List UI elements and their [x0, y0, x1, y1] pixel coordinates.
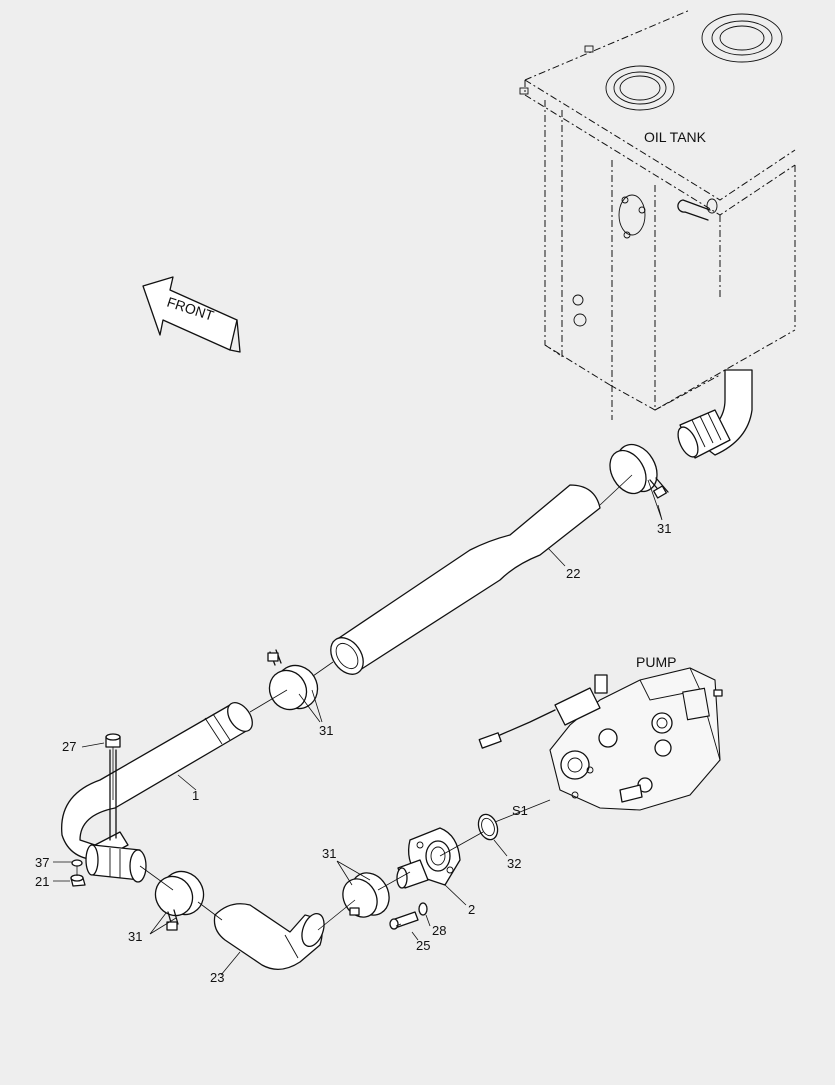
oil-tank-outline — [519, 9, 796, 420]
washer-37 — [71, 859, 83, 867]
clamp-31-mid — [267, 649, 319, 711]
callout-31-center: 31 — [322, 846, 336, 861]
callout-25: 25 — [416, 938, 430, 953]
callout-28: 28 — [432, 923, 446, 938]
tank-outlet-pipe — [677, 369, 753, 459]
callout-31-lower-left: 31 — [128, 929, 142, 944]
bolt-27 — [105, 733, 121, 748]
clamp-31-lower-left — [154, 870, 205, 931]
callout-27: 27 — [62, 739, 76, 754]
callout-leaders — [53, 479, 663, 976]
callout-23: 23 — [210, 970, 224, 985]
callout-2: 2 — [468, 902, 475, 917]
flange-2 — [396, 827, 461, 889]
callout-22: 22 — [566, 566, 580, 581]
washer-28 — [418, 902, 428, 916]
o-ring-32 — [477, 813, 499, 841]
clamp-31-center — [342, 872, 390, 918]
callout-s1: S1 — [512, 803, 528, 818]
callout-37: 37 — [35, 855, 49, 870]
callout-31-upper: 31 — [657, 521, 671, 536]
hose-22 — [330, 484, 601, 675]
pipe-1 — [61, 702, 253, 883]
hose-23 — [213, 903, 325, 970]
callout-21: 21 — [35, 874, 49, 889]
callout-31-mid: 31 — [319, 723, 333, 738]
clamp-31-upper — [609, 443, 669, 499]
pump — [478, 667, 723, 811]
front-arrow — [142, 276, 241, 353]
callout-32: 32 — [507, 856, 521, 871]
pump-label: PUMP — [636, 654, 676, 670]
oil-tank-label: OIL TANK — [644, 129, 707, 145]
nut-21 — [70, 874, 86, 887]
callout-1: 1 — [192, 788, 199, 803]
bolt-25 — [389, 911, 419, 930]
assembly-lines — [76, 474, 633, 931]
